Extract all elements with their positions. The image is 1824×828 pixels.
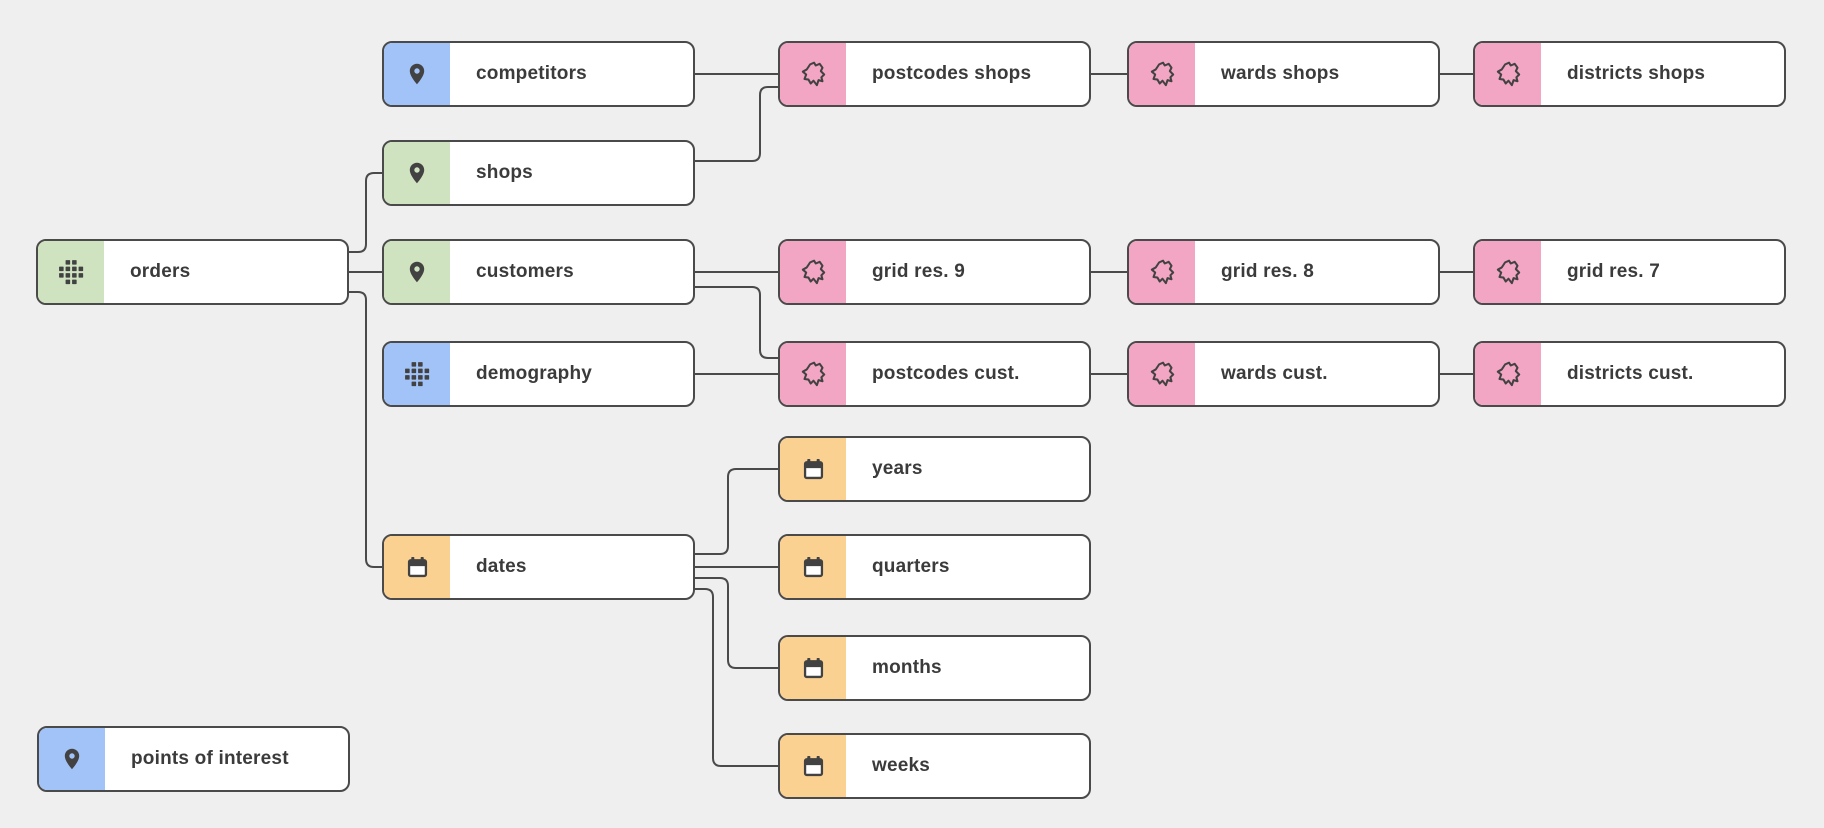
calendar-icon	[802, 556, 825, 579]
location-pin-icon	[405, 62, 429, 86]
node-label: postcodes cust.	[872, 363, 1020, 384]
node-label: grid res. 9	[872, 261, 966, 282]
edge-shops-postcodes-shops	[695, 86, 778, 162]
green-icon-cell	[384, 241, 450, 303]
dots-grid-icon	[404, 361, 430, 387]
node-months[interactable]: months	[778, 635, 1091, 701]
pink-icon-cell	[780, 43, 846, 105]
green-icon-cell	[384, 142, 450, 204]
pink-icon-cell	[1129, 241, 1195, 303]
dots-grid-icon	[58, 259, 84, 285]
node-postcodes-shops[interactable]: postcodes shops	[778, 41, 1091, 107]
region-shape-icon	[1149, 61, 1176, 88]
node-wards-shops[interactable]: wards shops	[1127, 41, 1440, 107]
blue-icon-cell	[384, 43, 450, 105]
region-shape-icon	[800, 361, 827, 388]
blue-icon-cell	[384, 343, 450, 405]
node-points-of-interest[interactable]: points of interest	[37, 726, 350, 792]
orange-icon-cell	[780, 637, 846, 699]
node-label: postcodes shops	[872, 63, 1032, 84]
node-competitors[interactable]: competitors	[382, 41, 695, 107]
pink-icon-cell	[1129, 343, 1195, 405]
region-shape-icon	[1495, 61, 1522, 88]
node-label: wards cust.	[1221, 363, 1328, 384]
node-wards-cust[interactable]: wards cust.	[1127, 341, 1440, 407]
edge-dates-months	[695, 577, 778, 669]
calendar-icon	[406, 556, 429, 579]
node-label: quarters	[872, 556, 950, 577]
pink-icon-cell	[1475, 43, 1541, 105]
node-quarters[interactable]: quarters	[778, 534, 1091, 600]
node-label: points of interest	[131, 748, 289, 769]
node-label: wards shops	[1221, 63, 1340, 84]
node-customers[interactable]: customers	[382, 239, 695, 305]
calendar-icon	[802, 458, 825, 481]
pink-icon-cell	[1475, 343, 1541, 405]
calendar-icon	[802, 657, 825, 680]
edge-dates-years	[695, 468, 778, 555]
green-icon-cell	[38, 241, 104, 303]
edge-dates-weeks	[695, 588, 778, 767]
node-label: months	[872, 657, 942, 678]
node-label: customers	[476, 261, 574, 282]
calendar-icon	[802, 755, 825, 778]
node-orders[interactable]: orders	[36, 239, 349, 305]
orange-icon-cell	[780, 536, 846, 598]
node-postcodes-cust[interactable]: postcodes cust.	[778, 341, 1091, 407]
node-label: weeks	[872, 755, 931, 776]
region-shape-icon	[1495, 259, 1522, 286]
node-districts-shops[interactable]: districts shops	[1473, 41, 1786, 107]
node-grid-res-9[interactable]: grid res. 9	[778, 239, 1091, 305]
region-shape-icon	[1149, 259, 1176, 286]
node-label: districts cust.	[1567, 363, 1694, 384]
node-label: years	[872, 458, 923, 479]
node-dates[interactable]: dates	[382, 534, 695, 600]
node-weeks[interactable]: weeks	[778, 733, 1091, 799]
node-label: demography	[476, 363, 593, 384]
edge-orders-dates	[349, 291, 382, 568]
location-pin-icon	[405, 260, 429, 284]
orange-icon-cell	[780, 438, 846, 500]
region-shape-icon	[1495, 361, 1522, 388]
blue-icon-cell	[39, 728, 105, 790]
pink-icon-cell	[780, 241, 846, 303]
node-label: competitors	[476, 63, 587, 84]
node-grid-res-7[interactable]: grid res. 7	[1473, 239, 1786, 305]
node-shops[interactable]: shops	[382, 140, 695, 206]
edge-orders-shops	[349, 172, 382, 253]
node-label: orders	[130, 261, 191, 282]
region-shape-icon	[800, 259, 827, 286]
edge-customers-postcodes-cust	[695, 286, 778, 359]
node-grid-res-8[interactable]: grid res. 8	[1127, 239, 1440, 305]
node-label: grid res. 8	[1221, 261, 1315, 282]
region-shape-icon	[1149, 361, 1176, 388]
pink-icon-cell	[1129, 43, 1195, 105]
node-label: dates	[476, 556, 527, 577]
orange-icon-cell	[384, 536, 450, 598]
node-years[interactable]: years	[778, 436, 1091, 502]
pink-icon-cell	[1475, 241, 1541, 303]
orange-icon-cell	[780, 735, 846, 797]
node-label: shops	[476, 162, 533, 183]
node-districts-cust[interactable]: districts cust.	[1473, 341, 1786, 407]
node-demography[interactable]: demography	[382, 341, 695, 407]
location-pin-icon	[60, 747, 84, 771]
pink-icon-cell	[780, 343, 846, 405]
region-shape-icon	[800, 61, 827, 88]
node-label: districts shops	[1567, 63, 1706, 84]
location-pin-icon	[405, 161, 429, 185]
node-label: grid res. 7	[1567, 261, 1661, 282]
